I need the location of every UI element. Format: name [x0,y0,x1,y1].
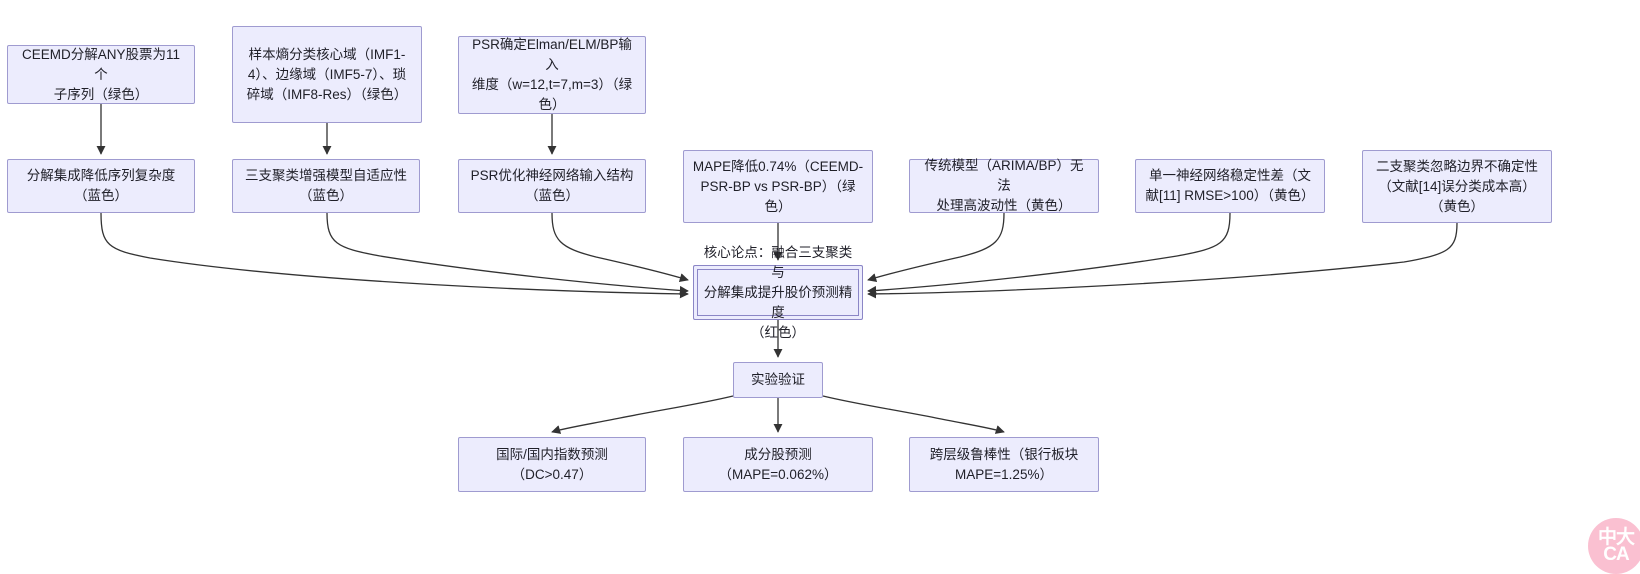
node-label: 分解集成降低序列复杂度 （蓝色） [26,168,176,203]
node-experimental-validation[interactable]: 实验验证 [733,362,823,398]
edge-boundary-to-core [867,222,1458,299]
node-single-network-instability[interactable]: 单一神经网络稳定性差（文 献[11] RMSE>100）（黄色） [1135,159,1325,213]
node-mape-improvement[interactable]: MAPE降低0.74%（CEEMD- PSR-BP vs PSR-BP）（绿 色… [683,150,873,223]
edge-validation-to-index [551,395,734,434]
node-label: 跨层级鲁棒性（银行板块 MAPE=1.25%） [929,446,1079,482]
watermark-line2: CA [1603,544,1629,565]
watermark-line1: 中大 [1597,527,1635,548]
node-psr-input-dimension[interactable]: PSR确定Elman/ELM/BP输入 维度（w=12,t=7,m=3）（绿 色… [458,36,646,114]
node-label: 传统模型（ARIMA/BP）无法 处理高波动性（黄色） [924,158,1084,213]
node-label: 样本熵分类核心域（IMF1- 4）、边缘域（IMF5-7）、琐 碎域（IMF8-… [246,46,408,102]
node-constituent-stock-prediction-result[interactable]: 成分股预测 （MAPE=0.062%） [683,437,873,492]
node-psr-optimizes-network-input[interactable]: PSR优化神经网络输入结构 （蓝色） [458,159,646,213]
node-index-prediction-result[interactable]: 国际/国内指数预测 （DC>0.47） [458,437,646,492]
node-traditional-models-limitation[interactable]: 传统模型（ARIMA/BP）无法 处理高波动性（黄色） [909,158,1099,213]
node-label: 三支聚类增强模型自适应性 （蓝色） [245,168,407,203]
node-two-way-clustering-boundary[interactable]: 二支聚类忽略边界不确定性 （文献[14]误分类成本高） （黄色） [1362,150,1552,223]
node-label: 单一神经网络稳定性差（文 献[11] RMSE>100）（黄色） [1145,168,1315,203]
node-label: 二支聚类忽略边界不确定性 （文献[14]误分类成本高） （黄色） [1376,158,1538,214]
edge-validation-to-robustness [822,395,1005,434]
node-label: CEEMD分解ANY股票为11个 子序列（绿色） [21,46,181,102]
edge-complexity-to-core [100,212,689,299]
node-core-thesis[interactable]: 核心论点：融合三支聚类与 分解集成提升股价预测精度 （红色） [693,245,863,340]
edge-clustering-to-core [326,212,689,295]
node-sample-entropy-classification[interactable]: 样本熵分类核心域（IMF1- 4）、边缘域（IMF5-7）、琐 碎域（IMF8-… [232,26,422,123]
edge-input-structure-to-core [551,212,689,283]
node-label: 核心论点：融合三支聚类与 分解集成提升股价预测精度 （红色） [703,244,853,340]
node-label: PSR优化神经网络输入结构 （蓝色） [470,168,634,203]
node-ceemd-decomposition[interactable]: CEEMD分解ANY股票为11个 子序列（绿色） [7,45,195,104]
node-label: 国际/国内指数预测 （DC>0.47） [496,446,608,482]
node-decomposition-reduces-complexity[interactable]: 分解集成降低序列复杂度 （蓝色） [7,159,195,213]
node-label: 实验验证 [751,372,805,387]
node-label: MAPE降低0.74%（CEEMD- PSR-BP vs PSR-BP）（绿 色… [692,158,864,214]
node-three-way-clustering-adaptivity[interactable]: 三支聚类增强模型自适应性 （蓝色） [232,159,420,213]
node-label: PSR确定Elman/ELM/BP输入 维度（w=12,t=7,m=3）（绿 色… [471,37,633,112]
edge-instability-to-core [867,212,1231,295]
edge-traditional-to-core [867,212,1005,283]
node-label: 成分股预测 （MAPE=0.062%） [718,446,838,482]
node-cross-level-robustness-result[interactable]: 跨层级鲁棒性（银行板块 MAPE=1.25%） [909,437,1099,492]
